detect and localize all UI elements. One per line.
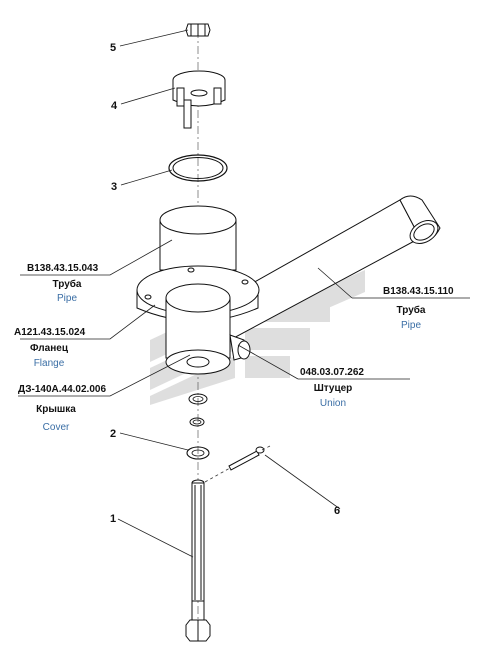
label-pipe-right: В138.43.15.110 Труба Pipe: [383, 286, 454, 331]
cover-en: Cover: [43, 422, 70, 433]
callout-5: 5: [110, 42, 116, 54]
label-cover: ДЗ-140А.44.02.006 Крышка Cover: [18, 384, 106, 433]
flange-code: А121.43.15.024: [14, 327, 86, 338]
union-ru: Штуцер: [314, 383, 353, 394]
cotter-pin-part: [228, 446, 265, 471]
cover-code: ДЗ-140А.44.02.006: [18, 384, 106, 395]
callout-6: 6: [334, 505, 340, 517]
upper-washer: [188, 393, 208, 405]
label-pipe-left: В138.43.15.043 Труба Pipe: [27, 263, 99, 304]
callout-1: 1: [110, 513, 116, 525]
label-union: 048.03.07.262 Штуцер Union: [300, 367, 364, 409]
bolt-part: [185, 479, 211, 642]
union-en: Union: [320, 398, 346, 409]
cover-part: [165, 349, 231, 375]
nut-part: [185, 23, 211, 37]
middle-washer: [189, 417, 205, 427]
pipe-right-ru: Труба: [396, 304, 425, 316]
pipe-right-code: В138.43.15.110: [383, 286, 454, 297]
flange-ru: Фланец: [30, 343, 69, 354]
lower-cylinder: [165, 283, 251, 361]
washer-part: [186, 446, 210, 460]
callout-2: 2: [110, 428, 116, 440]
pipe-left-ru: Труба: [52, 278, 81, 290]
callout-4: 4: [111, 100, 118, 112]
o-ring-part: [168, 154, 228, 182]
upper-cylinder: [159, 205, 237, 271]
label-flange: А121.43.15.024 Фланец Flange: [14, 327, 86, 369]
callout-3: 3: [111, 181, 117, 193]
union-code: 048.03.07.262: [300, 367, 364, 378]
pipe-right-en: Pipe: [401, 320, 421, 331]
flange-en: Flange: [34, 358, 65, 369]
leader-lines: [18, 29, 470, 558]
clamp-part: [172, 70, 226, 129]
callout-numbers: 5 4 3 2 1 6: [110, 42, 340, 525]
assembly-dashes: [204, 445, 271, 483]
cover-ru: Крышка: [36, 404, 76, 415]
pipe-left-en: Pipe: [57, 293, 77, 304]
pipe-left-code: В138.43.15.043: [27, 263, 99, 274]
